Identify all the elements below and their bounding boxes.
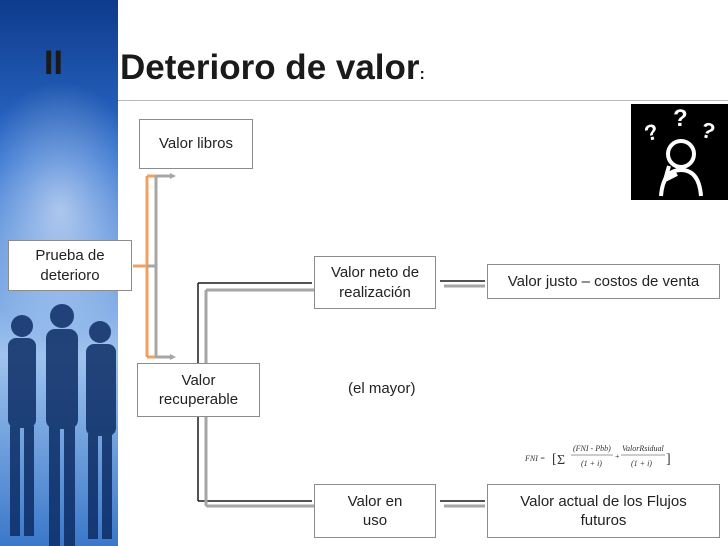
gray-connector — [147, 174, 172, 359]
slide-number: II — [44, 44, 63, 82]
formula-image: FNI = [ Σ (FNI - Pbb) (1 + i) + ValorRsi… — [525, 444, 671, 468]
slide-title-colon: : — [419, 66, 425, 83]
arrow-uso-actual — [440, 500, 485, 508]
node-valor-recuperable: Valor recuperable — [137, 363, 260, 417]
svg-text:?: ? — [642, 119, 661, 147]
svg-text:[: [ — [552, 452, 557, 467]
label-el-mayor: (el mayor) — [348, 380, 416, 397]
node-valor-justo: Valor justo – costos de venta — [487, 264, 720, 299]
node-valor-uso: Valor en uso — [314, 484, 436, 538]
node-prueba-deterioro: Prueba de deterioro — [8, 240, 132, 291]
title-divider — [118, 100, 728, 101]
svg-text:?: ? — [673, 105, 688, 132]
svg-text:]: ] — [666, 452, 671, 467]
decorative-sidebar — [0, 0, 118, 546]
sidebar-glow — [0, 80, 118, 340]
formula-term2-num: ValorRsidual — [622, 444, 665, 453]
business-people-silhouette — [8, 304, 116, 546]
formula-term2-den: (1 + i) — [631, 459, 652, 468]
arrow-neto-justo — [440, 280, 485, 288]
formula-lhs: FNI = — [525, 454, 545, 463]
node-valor-neto: Valor neto de realización — [314, 256, 436, 309]
node-valor-libros: Valor libros — [139, 119, 253, 169]
svg-text:+: + — [615, 452, 620, 461]
svg-text:Σ: Σ — [557, 453, 565, 468]
thinking-person-icon: ? ? ? — [631, 104, 728, 200]
formula-term1-den: (1 + i) — [581, 459, 602, 468]
svg-text:?: ? — [698, 117, 717, 145]
slide-title: Deterioro de valor: — [120, 48, 425, 88]
node-valor-actual: Valor actual de los Flujos futuros — [487, 484, 720, 538]
slide-title-text: Deterioro de valor — [120, 48, 420, 87]
formula-term1-num: (FNI - Pbb) — [573, 444, 611, 453]
